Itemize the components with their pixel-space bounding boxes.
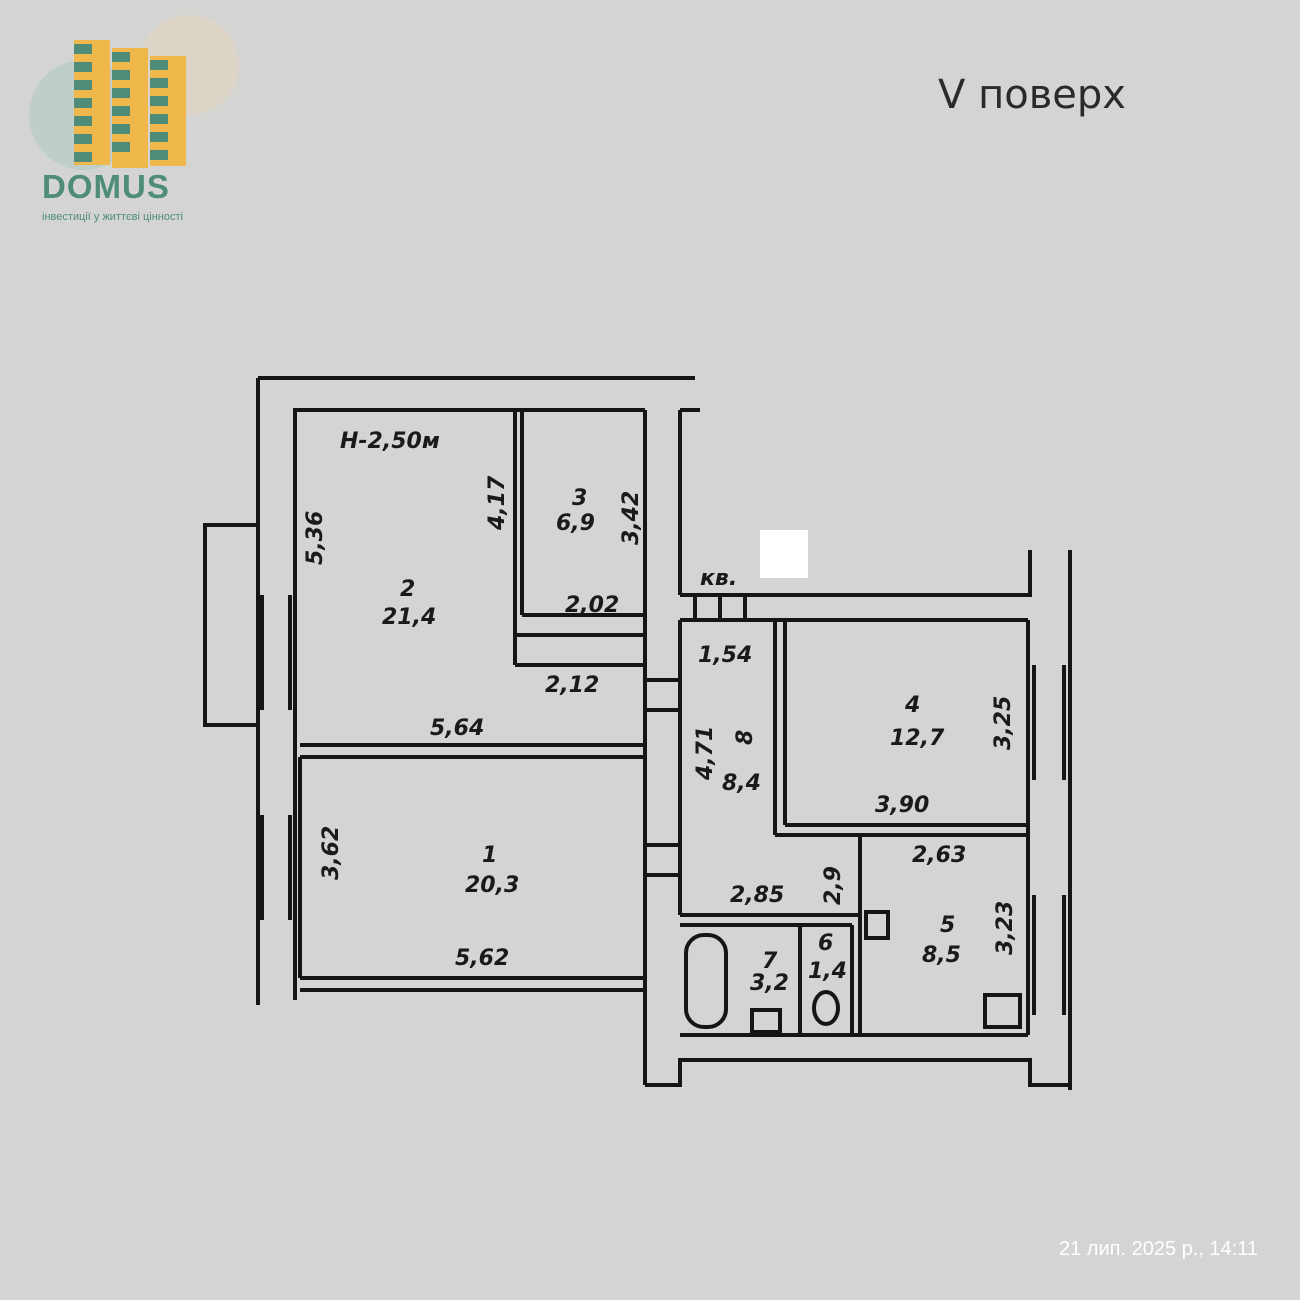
room-4-dim: 3,25 <box>991 696 1016 750</box>
room-1-dim: 5,62 <box>455 946 509 971</box>
room-2-dim: 5,36 <box>303 511 328 565</box>
bathtub-icon <box>684 933 728 1029</box>
room-6-number: 6 <box>818 931 833 956</box>
photo-timestamp: 21 лип. 2025 р., 14:11 <box>1059 1238 1258 1260</box>
room-4-area: 12,7 <box>890 726 945 751</box>
redaction-box <box>760 530 808 578</box>
room-1-number: 1 <box>482 843 497 868</box>
room-3-dim: 2,02 <box>565 593 619 618</box>
room-1-dim: 3,62 <box>319 826 344 880</box>
toilet-icon <box>812 990 840 1026</box>
room-4-dim: 3,90 <box>875 793 929 818</box>
room-1-area: 20,3 <box>465 873 519 898</box>
floor-label: V поверх <box>938 72 1126 118</box>
sink-icon <box>750 1008 782 1034</box>
logo-buildings-icon <box>29 15 239 170</box>
room-8-dim: 4,71 <box>693 726 718 781</box>
apartment-label: кв. <box>700 566 737 591</box>
kitchen-fixture-icon <box>864 910 890 940</box>
room-2-number: 2 <box>400 577 415 602</box>
logo-name: DOMUS <box>42 168 170 205</box>
room-8-area: 8,4 <box>722 771 761 796</box>
room-7-number: 7 <box>762 949 778 974</box>
room-3-number: 3 <box>572 486 587 511</box>
room-2-area: 21,4 <box>382 605 436 630</box>
room-8-number: 8 <box>733 730 758 745</box>
walls <box>203 376 1072 1090</box>
room-4-number: 4 <box>904 693 920 718</box>
room-5-area: 8,5 <box>922 943 961 968</box>
room-8-dim: 2,9 <box>821 866 846 905</box>
room-8-dim: 1,54 <box>698 643 752 668</box>
stove-icon <box>983 993 1022 1029</box>
room-8-dim: 2,85 <box>730 883 784 908</box>
logo-tagline: інвестиції у життєві цінності <box>42 211 183 223</box>
labels: Н-2,50м кв. 1 20,3 3,62 5,62 2 21,4 5,36… <box>303 429 1018 996</box>
room-5-number: 5 <box>940 913 955 938</box>
room-2-dim: 2,12 <box>545 673 599 698</box>
room-7-area: 3,2 <box>750 971 789 996</box>
room-5-dim: 3,23 <box>993 901 1018 955</box>
room-5-dim: 2,63 <box>912 843 966 868</box>
ceiling-height: Н-2,50м <box>340 429 440 454</box>
room-2-dim: 4,17 <box>485 475 510 531</box>
room-3-dim: 3,42 <box>619 491 644 545</box>
room-2-dim: 5,64 <box>430 716 484 741</box>
room-3-area: 6,9 <box>556 511 595 536</box>
room-6-area: 1,4 <box>808 959 847 984</box>
domus-logo <box>14 10 244 180</box>
